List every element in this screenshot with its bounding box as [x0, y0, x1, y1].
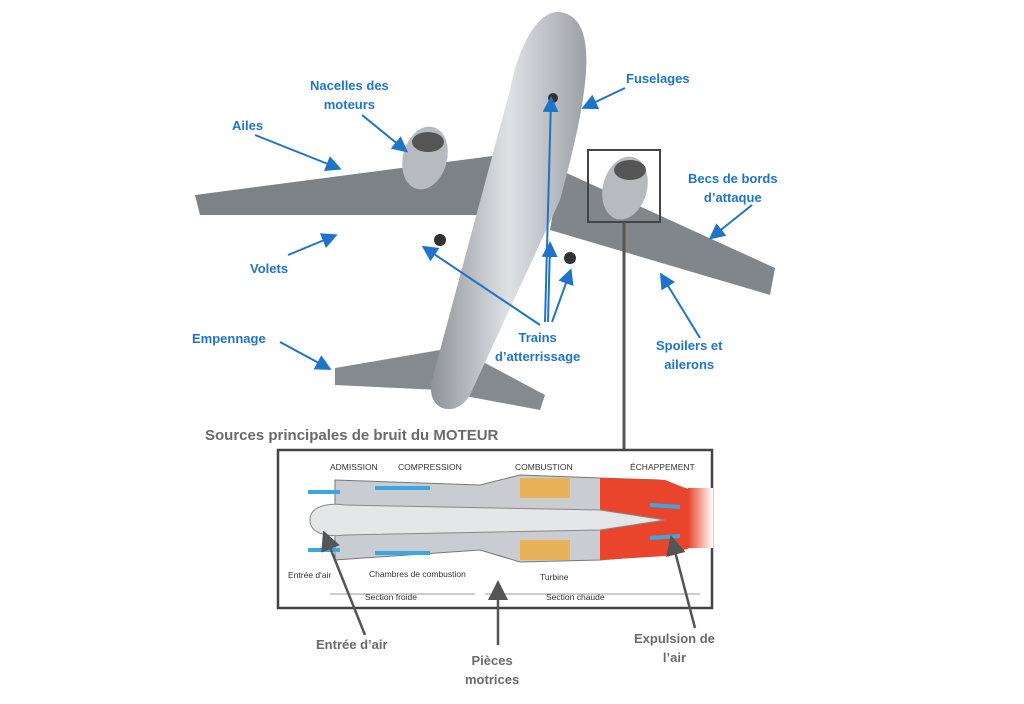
label-nacelles: Nacelles des moteurs: [310, 76, 389, 114]
stage-combustion: COMBUSTION: [515, 462, 573, 472]
part-chambres: Chambres de combustion: [369, 569, 466, 579]
label-line: Pièces: [471, 653, 513, 668]
label-line: Becs de bords: [688, 171, 778, 186]
label-empennage: Empennage: [192, 331, 266, 346]
part-entree: Entrée d'air: [288, 570, 332, 580]
label-line: Nacelles des: [310, 78, 389, 93]
stage-echappement: ÉCHAPPEMENT: [630, 462, 695, 472]
part-turbine: Turbine: [540, 572, 569, 582]
label-line: ailerons: [664, 357, 715, 372]
label-line: Spoilers et: [656, 338, 723, 353]
gray-arrows: [321, 530, 697, 645]
label-becs: Becs de bords d’attaque: [688, 169, 778, 207]
label-trains: Trains d’atterrissage: [495, 328, 580, 366]
label-line: d’attaque: [703, 190, 762, 205]
engine-title: Sources principales de bruit du MOTEUR: [205, 427, 499, 444]
label-line: l’air: [662, 650, 687, 665]
section-froide: Section froide: [365, 592, 417, 602]
label-spoilers: Spoilers et ailerons: [656, 336, 722, 374]
label-fuselages: Fuselages: [626, 71, 690, 86]
label-expulsion: Expulsion de l’air: [634, 629, 715, 667]
engine-cutaway: [308, 474, 713, 595]
label-volets: Volets: [250, 261, 289, 276]
stage-compression: COMPRESSION: [398, 462, 462, 472]
stage-admission: ADMISSION: [330, 462, 378, 472]
label-ailes: Ailes: [232, 118, 264, 133]
label-entree-air: Entrée d’air: [316, 637, 388, 652]
label-line: moteurs: [323, 97, 376, 112]
section-chaude: Section chaude: [546, 592, 605, 602]
blue-arrows: [254, 87, 753, 370]
label-line: motrices: [465, 672, 520, 687]
label-line: Expulsion de: [634, 631, 715, 646]
label-pieces-motrices: Pièces motrices: [465, 651, 519, 689]
label-line: Trains: [518, 330, 557, 345]
label-line: d’atterrissage: [495, 349, 581, 364]
